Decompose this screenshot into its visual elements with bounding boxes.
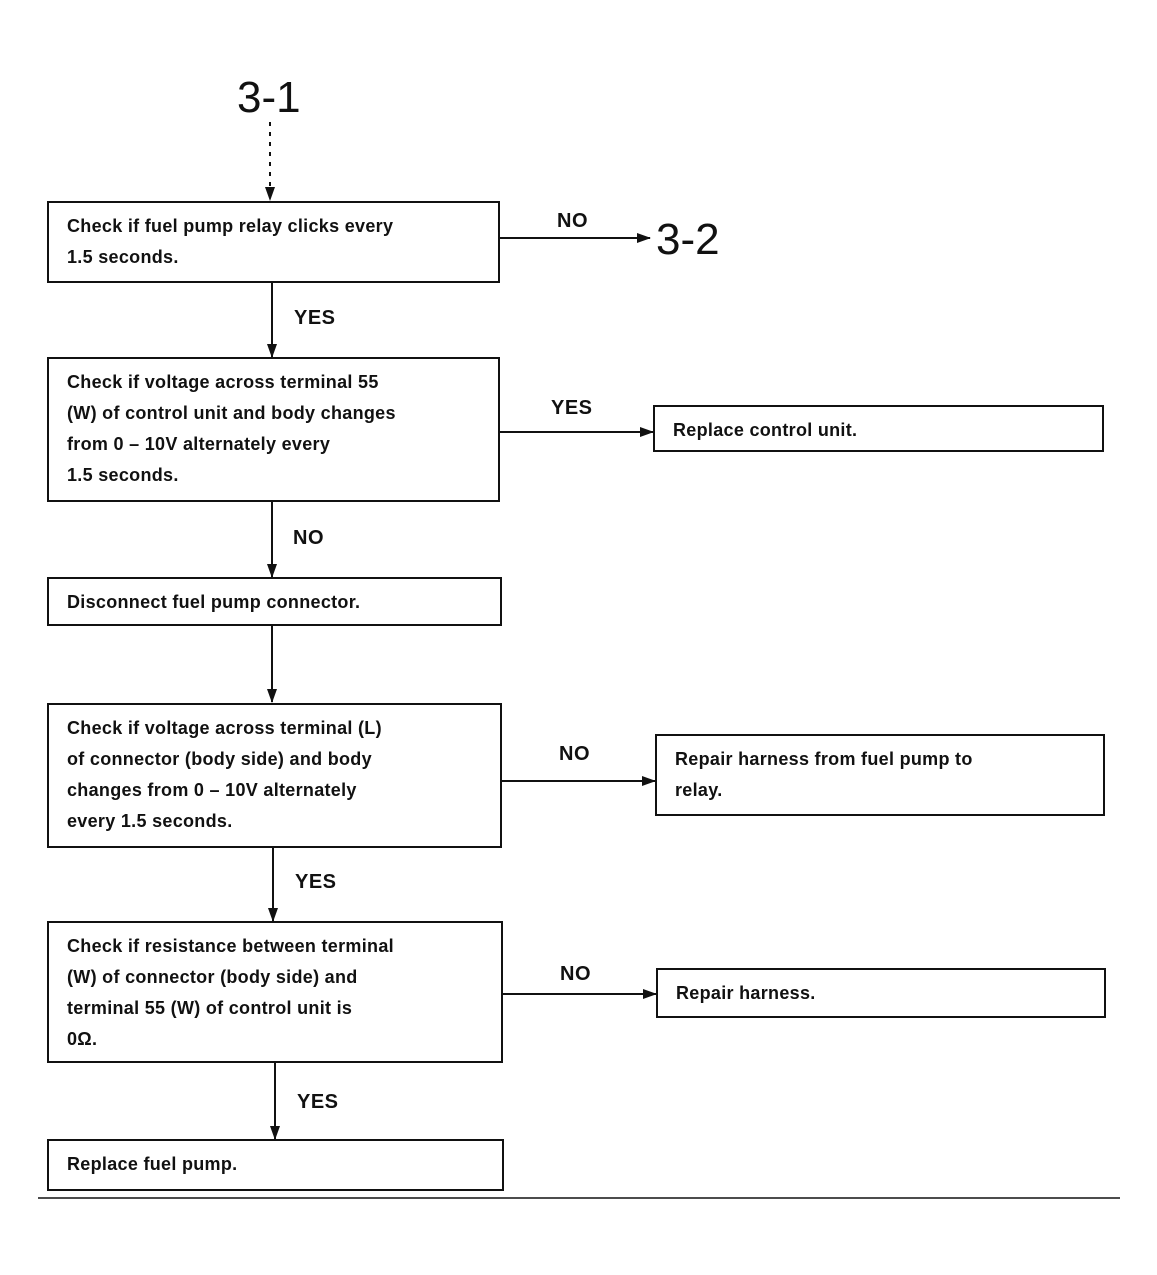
voltageL-yes-label: YES [295,871,337,893]
check-voltage-L-box: Check if voltage across terminal (L) of … [47,703,502,848]
replace-fuel-pump-box: Replace fuel pump. [47,1139,504,1191]
voltageL-no-label: NO [559,743,590,765]
relay-no-label: NO [557,210,588,232]
repair-harness-pump-relay-box: Repair harness from fuel pump to relay. [655,734,1105,816]
exit-reference: 3-2 [656,215,720,264]
repair-harness-box: Repair harness. [656,968,1106,1018]
check-relay-box: Check if fuel pump relay clicks every 1.… [47,201,500,283]
disconnect-connector-box: Disconnect fuel pump connector. [47,577,502,626]
resistance-no-label: NO [560,963,591,985]
replace-control-unit-box: Replace control unit. [653,405,1104,452]
resistance-yes-label: YES [297,1091,339,1113]
check-resistance-box: Check if resistance between terminal (W)… [47,921,503,1063]
voltage55-no-label: NO [293,527,324,549]
entry-reference: 3-1 [237,73,301,122]
voltage55-yes-label: YES [551,397,593,419]
check-voltage-55-box: Check if voltage across terminal 55 (W) … [47,357,500,502]
relay-yes-label: YES [294,307,336,329]
